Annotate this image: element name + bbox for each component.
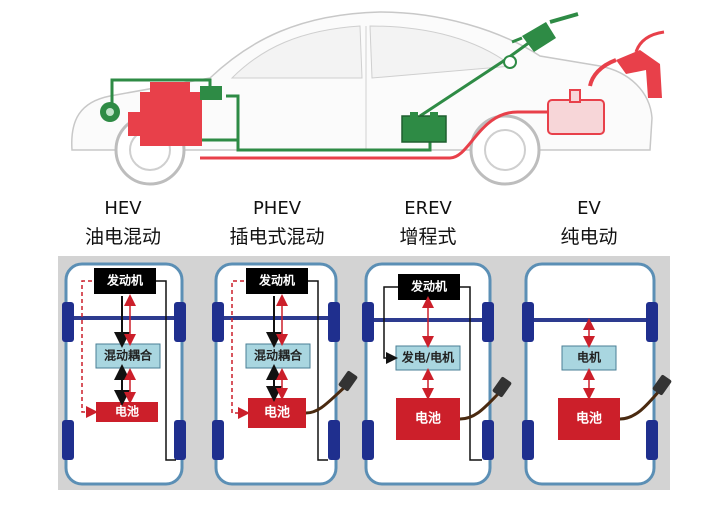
erev-tire [482, 302, 494, 342]
erev-tire [362, 302, 374, 342]
phev-battery-label: 电池 [264, 405, 290, 421]
hev-engine-label: 发动机 [106, 273, 143, 288]
phev-engine-label: 发动机 [258, 273, 295, 288]
hev-tire [174, 302, 186, 342]
car-engine-icon [100, 82, 202, 146]
hev-tire [62, 302, 74, 342]
car-rear-wheel [469, 114, 541, 186]
ev-tire [522, 420, 534, 460]
phev-battery-box [248, 398, 306, 428]
phev-engine-box [246, 268, 308, 294]
ev-motor-label: 电机 [577, 350, 601, 365]
ev-tire [646, 420, 658, 460]
erev-tire [482, 420, 494, 460]
fuel-nozzle-icon [588, 30, 665, 98]
erev-engine-box [398, 274, 460, 300]
column-titles: HEV 油电混动 PHEV 插电式混动 EREV 增程式 EV 纯电动 [85, 198, 618, 248]
car-window-front [230, 25, 363, 79]
ev-battery-label: 电池 [576, 411, 602, 427]
ev-car-body [524, 262, 656, 486]
hev-battery-box [96, 402, 158, 422]
title-erev: EREV [404, 198, 452, 219]
hev-car-body [64, 262, 184, 486]
ev-charging-plug-icon [619, 374, 672, 421]
phev-tire [212, 420, 224, 460]
hev-tire [62, 420, 74, 460]
subtitle-ev: 纯电动 [560, 226, 617, 248]
title-phev: PHEV [253, 198, 302, 219]
erev-generator-label: 发电/电机 [401, 350, 454, 365]
phev-layout: 发动机 混动耦合 电池 [212, 262, 358, 486]
hev-layout: 发动机 混动耦合 电池 [62, 262, 186, 486]
car-battery-icon [401, 112, 447, 143]
phev-tire [328, 302, 340, 342]
erev-battery-label: 电池 [415, 411, 441, 427]
phev-tire [212, 302, 224, 342]
erev-layout: 发动机 发电/电机 电池 [362, 262, 512, 486]
phev-charging-plug-icon [305, 370, 358, 415]
ev-battery-box [558, 398, 620, 440]
title-hev: HEV [104, 198, 142, 219]
erev-engine-label: 发动机 [410, 279, 447, 294]
car-motor-icon [200, 86, 222, 100]
hev-engine-box [94, 268, 156, 294]
erev-charging-plug-icon [459, 376, 512, 421]
hev-coupler-label: 混动耦合 [104, 348, 153, 363]
ev-layout: 电机 电池 [522, 262, 672, 486]
hev-tire [174, 420, 186, 460]
car-electric-line [110, 40, 531, 152]
ev-tire [522, 302, 534, 342]
ev-tire [646, 302, 658, 342]
charging-plug-icon [503, 12, 579, 69]
subtitle-phev: 插电式混动 [229, 226, 324, 248]
subtitle-hev: 油电混动 [85, 226, 161, 248]
car-illustration [71, 11, 665, 186]
erev-battery-box [396, 398, 460, 440]
phev-coupler-label: 混动耦合 [254, 348, 303, 363]
phev-tire [328, 420, 340, 460]
subtitle-erev: 增程式 [399, 226, 456, 248]
car-fuel-tank-icon [547, 89, 605, 135]
hev-battery-label: 电池 [115, 404, 139, 419]
title-ev: EV [577, 198, 601, 219]
erev-tire [362, 420, 374, 460]
